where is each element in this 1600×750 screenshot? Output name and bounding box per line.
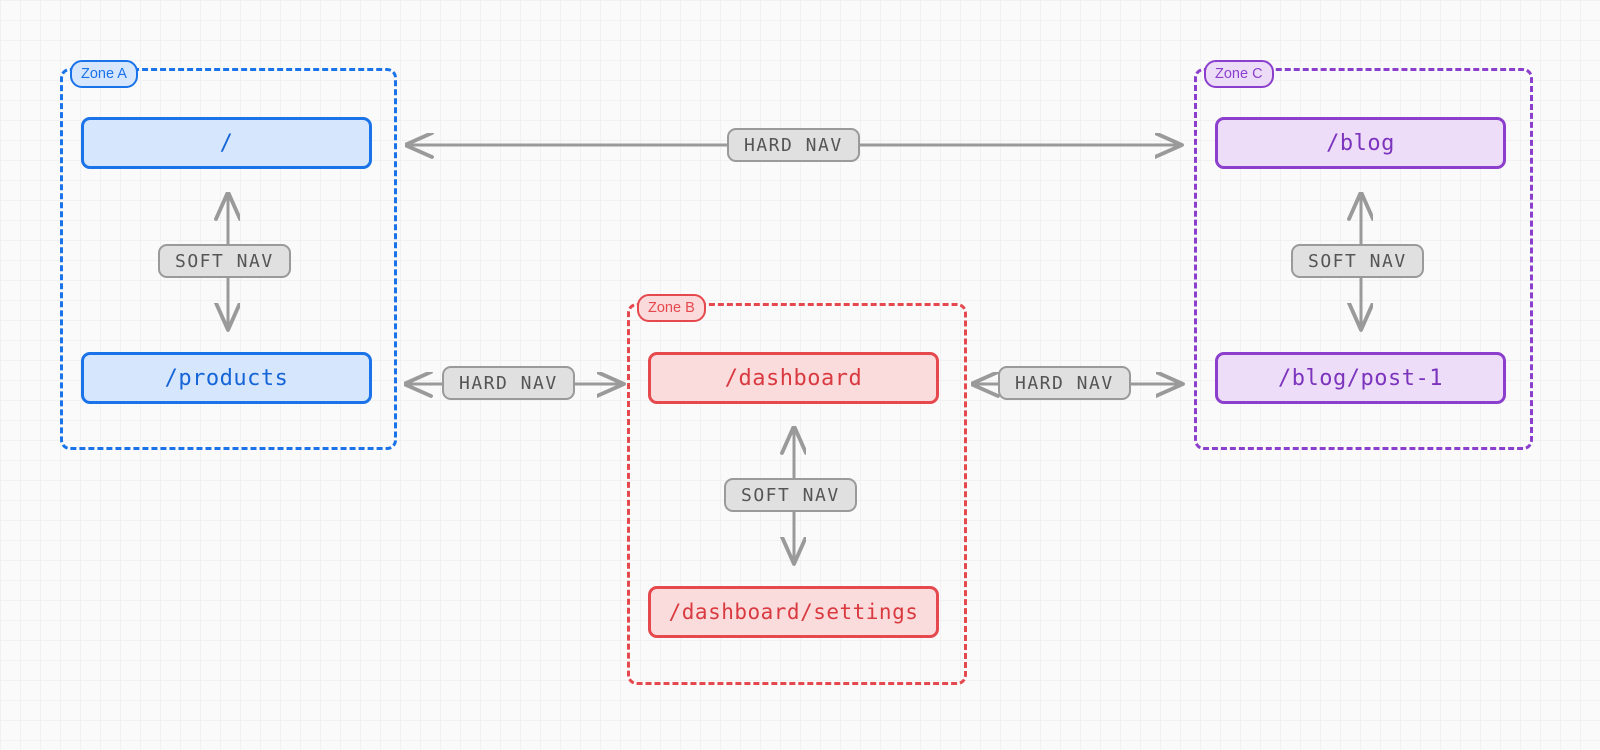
route-node-dashboard[interactable]: /dashboard [648,352,939,404]
zone-badge-c: Zone C [1204,60,1274,88]
zone-container-c[interactable] [1194,68,1533,450]
route-node-root[interactable]: / [81,117,372,169]
route-node-products[interactable]: /products [81,352,372,404]
zone-badge-b: Zone B [637,294,706,322]
route-node-dashboard-settings[interactable]: /dashboard/settings [648,586,939,638]
edge-label-hard-nav-a-c: HARD NAV [727,128,860,162]
edge-label-soft-nav-zone-b: SOFT NAV [724,478,857,512]
route-node-blog-post-1[interactable]: /blog/post-1 [1215,352,1506,404]
zone-badge-a: Zone A [70,60,138,88]
route-node-blog[interactable]: /blog [1215,117,1506,169]
edge-label-soft-nav-zone-a: SOFT NAV [158,244,291,278]
edge-label-soft-nav-zone-c: SOFT NAV [1291,244,1424,278]
edge-label-hard-nav-b-c: HARD NAV [998,366,1131,400]
edge-label-hard-nav-a-b: HARD NAV [442,366,575,400]
zone-container-b[interactable] [627,303,967,685]
zone-container-a[interactable] [60,68,397,450]
